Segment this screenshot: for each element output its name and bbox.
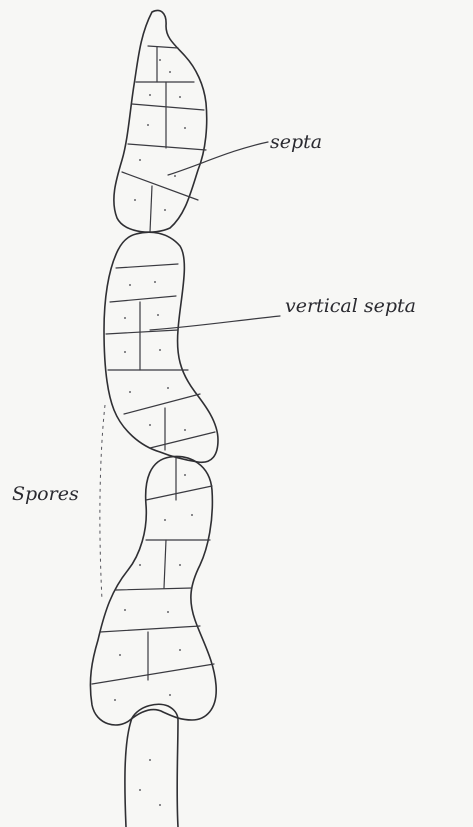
septa-label: septa: [270, 131, 322, 153]
spore-3-septum: [146, 486, 212, 500]
vertical-septa-label: vertical septa: [285, 295, 416, 317]
spore-1-septum: [122, 172, 198, 200]
spore-2-outline: [104, 232, 218, 462]
spore-2: [104, 232, 218, 462]
spore-2-septum: [150, 432, 215, 448]
spore-1-vertical-septum: [150, 186, 152, 232]
spore-2-septum: [110, 296, 176, 302]
conidiophore-outline: [125, 704, 178, 827]
spore-1-outline: [114, 11, 207, 233]
spore-3-outline: [90, 457, 216, 725]
spore-2-septum: [106, 330, 178, 334]
septa-pointer-line: [168, 142, 268, 175]
spore-2-septum: [124, 394, 200, 414]
spores-bracket: [100, 405, 105, 600]
spore-2-septum: [116, 264, 178, 268]
spores-label: Spores: [12, 483, 79, 505]
spore-3: [90, 457, 216, 725]
spore-1-septum: [132, 104, 204, 110]
spore-3-vertical-septum: [164, 540, 166, 588]
spore-1-septum: [148, 46, 178, 48]
spore-1: [114, 11, 207, 233]
spore-1-septum: [128, 144, 206, 150]
spore-3-septum: [92, 664, 214, 684]
spore-3-septum: [100, 626, 200, 632]
conidiophore: [125, 704, 178, 827]
spore-3-septum: [116, 588, 192, 590]
vertical-septa-pointer-line: [150, 316, 280, 330]
